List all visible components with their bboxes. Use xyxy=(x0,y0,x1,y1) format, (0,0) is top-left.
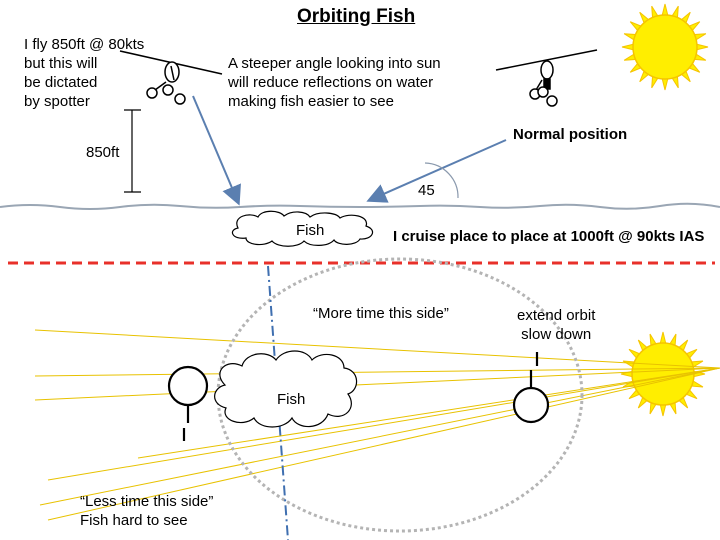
angle-note: A steeper angle looking into sun will re… xyxy=(228,55,441,110)
cruise-note: I cruise place to place at 1000ft @ 90kt… xyxy=(393,228,705,245)
sun-line xyxy=(47,367,720,521)
more-time-label: “More time this side” xyxy=(313,305,449,322)
helicopter-icon xyxy=(167,365,209,441)
sun-ray xyxy=(659,404,667,417)
sun-lines xyxy=(34,329,720,521)
fish-school-side xyxy=(231,210,374,247)
fish-label-side: Fish xyxy=(296,222,325,239)
sun-icon xyxy=(621,3,709,91)
orbit-path xyxy=(216,257,584,533)
sun-ray xyxy=(661,3,669,16)
center-line xyxy=(267,265,289,540)
fish-label-top: Fish xyxy=(277,391,306,408)
altitude-label: 850ft xyxy=(86,144,120,161)
steep-view-arrow xyxy=(192,95,241,206)
sun-line xyxy=(137,367,720,459)
sun-icon xyxy=(620,331,706,417)
extend-orbit-note: extend orbit slow down xyxy=(517,307,596,343)
normal-position-label: Normal position xyxy=(513,126,628,143)
sun-ray xyxy=(621,43,634,51)
sun-line xyxy=(34,329,720,369)
helicopter-icon xyxy=(495,49,598,107)
sun-ray xyxy=(659,331,667,344)
sun-disk xyxy=(632,14,698,80)
sun-line xyxy=(34,367,720,401)
altitude-bracket xyxy=(124,109,141,193)
sun-line xyxy=(47,367,720,481)
normal-view-arrow xyxy=(366,139,507,203)
sun-line xyxy=(39,367,720,506)
fish-school-top xyxy=(214,350,358,428)
sun-ray xyxy=(661,78,669,91)
helicopter-icon xyxy=(119,50,223,105)
spotter-note: I fly 850ft @ 80kts but this will be dic… xyxy=(24,36,145,110)
less-time-note: “Less time this side” Fish hard to see xyxy=(80,493,214,529)
helicopter-icon xyxy=(512,352,550,424)
sun-line xyxy=(34,367,720,377)
angle-arc xyxy=(424,162,459,199)
page-title: Orbiting Fish xyxy=(297,6,416,27)
water-line xyxy=(0,202,720,210)
sun-ray xyxy=(696,43,709,51)
angle-label: 45 xyxy=(418,182,435,199)
